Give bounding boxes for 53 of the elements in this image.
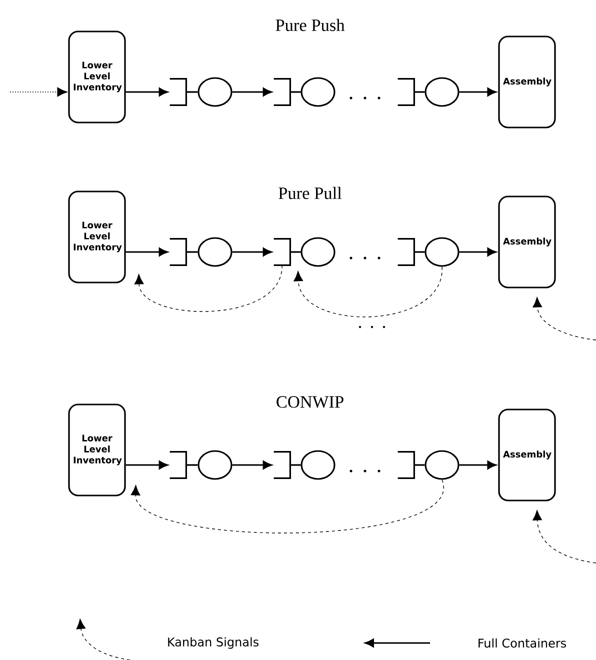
- legend-label: Kanban Signals: [168, 637, 258, 649]
- connector-line: [186, 251, 198, 253]
- connector-line: [290, 91, 301, 93]
- process-box: Assembly: [498, 36, 556, 128]
- arrow: [126, 88, 168, 96]
- process-box: Lower Level Inventory: [68, 30, 126, 124]
- station-circle: [198, 77, 232, 107]
- process-box: Assembly: [498, 408, 556, 502]
- section-heading: Pure Pull: [278, 186, 342, 200]
- station-circle: [198, 237, 232, 267]
- arrow: [459, 248, 496, 256]
- station-circle: [424, 450, 460, 480]
- connector-line: [414, 91, 425, 93]
- arrow: [232, 88, 272, 96]
- station-circle: [300, 450, 336, 480]
- dashed-arrow: [134, 264, 282, 312]
- queue-bracket: [398, 78, 415, 106]
- legend-label: Full Containers: [478, 638, 566, 648]
- arrow: [459, 88, 496, 96]
- station-circle: [300, 77, 336, 107]
- station-circle: [198, 450, 232, 480]
- dashed-arrow: [532, 297, 596, 340]
- arrow: [232, 460, 272, 470]
- process-box: Lower Level Inventory: [68, 404, 126, 496]
- dashed-arrow: [10, 87, 68, 97]
- connector-line: [186, 464, 198, 466]
- station-circle: [424, 237, 460, 267]
- process-box: Lower Level Inventory: [68, 190, 126, 284]
- arrow: [126, 460, 168, 470]
- queue-bracket: [170, 78, 187, 106]
- arrow: [232, 248, 272, 256]
- dashed-arrow: [532, 510, 596, 564]
- arrow: [126, 248, 168, 256]
- process-box: Assembly: [498, 196, 556, 288]
- station-circle: [300, 237, 336, 267]
- queue-bracket: [170, 238, 187, 266]
- arrow: [459, 460, 496, 470]
- connector-line: [290, 464, 301, 466]
- connector-line: [414, 251, 425, 253]
- dashed-arrow: [130, 479, 442, 534]
- queue-bracket: [170, 451, 187, 479]
- section-heading: CONWIP: [276, 396, 344, 408]
- connector-line: [290, 251, 301, 253]
- queue-bracket: [398, 451, 415, 479]
- queue-bracket: [274, 78, 291, 106]
- queue-bracket: [398, 238, 415, 266]
- connector-line: [186, 91, 198, 93]
- section-heading: Pure Push: [276, 18, 345, 32]
- queue-bracket: [274, 451, 291, 479]
- connector-line: [414, 464, 425, 466]
- queue-bracket: [274, 238, 291, 266]
- dashed-arrow: [294, 266, 442, 318]
- station-circle: [424, 77, 460, 107]
